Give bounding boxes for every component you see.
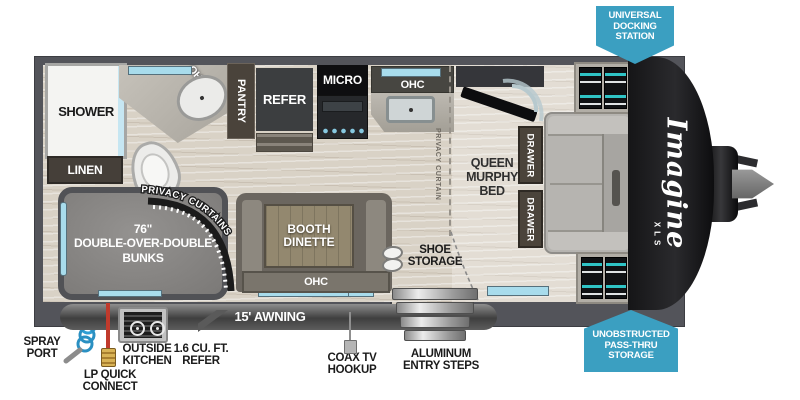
murphy-bed-label: QUEEN MURPHY BED <box>466 156 518 198</box>
micro-label: MICRO <box>323 73 362 87</box>
entry-step <box>404 330 466 341</box>
drawer-1: DRAWER <box>518 126 543 184</box>
shower-glass <box>118 66 124 156</box>
sofa-cushion-split <box>550 183 602 185</box>
drawer-2: DRAWER <box>518 190 543 248</box>
outside-kitchen-icon <box>118 307 168 343</box>
murphy-sofa <box>544 112 634 254</box>
wardrobe-panel <box>604 67 627 109</box>
dinette-ohc-label: OHC <box>304 276 328 288</box>
hitch-coupler <box>732 169 774 199</box>
refrigerator: REFER <box>256 68 313 131</box>
coax-cable-icon <box>349 312 351 342</box>
sofa-console <box>612 170 620 206</box>
pantry-label: PANTRY <box>235 79 247 123</box>
coax-hookup-label: COAX TV HOOKUP <box>327 352 377 377</box>
privacy-curtain-line <box>449 66 451 236</box>
dinette-table: BOOTH DINETTE <box>264 204 354 268</box>
bath-window <box>128 66 192 75</box>
entry-step <box>400 316 470 328</box>
brand-logo: Imagine XLS <box>653 117 692 250</box>
bunks-label: 76" DOUBLE-OVER-DOUBLE BUNKS <box>74 222 212 265</box>
murphy-bed-cabinet <box>456 66 544 87</box>
burner-icon <box>130 321 145 336</box>
docking-station-callout: UNIVERSAL DOCKING STATION <box>596 6 674 64</box>
range-stove <box>317 95 368 139</box>
griddle-icon <box>124 312 165 338</box>
wardrobe-bottom <box>576 252 632 304</box>
shower: SHOWER <box>45 63 127 159</box>
linen-label: LINEN <box>67 163 103 177</box>
burner-icon <box>150 321 165 336</box>
refer-label: REFER <box>262 92 307 107</box>
linen-cabinet: LINEN <box>47 156 123 184</box>
wardrobe-panel <box>605 257 627 299</box>
wardrobe-panel <box>581 257 603 299</box>
microwave: MICRO <box>317 65 368 95</box>
dinette-label: BOOTH DINETTE <box>283 221 335 249</box>
wardrobe-panel <box>579 67 602 109</box>
dinette-cushion-left <box>242 200 262 284</box>
entry-steps-label: ALUMINUM ENTRY STEPS <box>403 348 479 373</box>
wardrobe-top <box>574 62 632 114</box>
awning-label: 15' AWNING <box>234 309 306 324</box>
entry-step <box>396 302 474 314</box>
kitchen-window <box>381 68 441 77</box>
drawer-1-label: DRAWER <box>525 132 536 178</box>
dinette-ohc: OHC <box>242 271 390 293</box>
entry-step <box>392 288 478 300</box>
bunk-window-left <box>60 202 67 276</box>
pantry-cabinet: PANTRY <box>227 63 255 139</box>
front-cap: Imagine XLS <box>628 57 714 310</box>
refer-vent <box>256 133 313 152</box>
sofa-armrest <box>548 116 630 136</box>
kitchen-sink <box>386 96 435 123</box>
spray-port-label: SPRAY PORT <box>23 336 61 361</box>
stove-knobs <box>321 127 366 135</box>
lp-fitting-icon <box>101 348 116 367</box>
spray-hose-coil <box>76 335 94 353</box>
brand-name: Imagine <box>660 117 692 250</box>
outside-kitchen-label: OUTSIDE KITCHEN <box>122 343 172 368</box>
bath-sink-drain <box>199 95 205 101</box>
drawer-2-label: DRAWER <box>525 196 536 242</box>
bunk-window-bottom <box>98 290 162 297</box>
lp-hose-icon <box>106 303 110 351</box>
kitchen-ohc-label: OHC <box>400 79 425 91</box>
shower-label: SHOWER <box>58 103 114 119</box>
outside-refer-label: 1.6 CU. FT. REFER <box>173 343 229 368</box>
dinette-cushion-right <box>366 200 386 284</box>
stove-display <box>322 101 363 112</box>
sofa-armrest <box>548 230 630 250</box>
bunk-beds: 76" DOUBLE-OVER-DOUBLE BUNKS <box>58 187 228 300</box>
coax-plug-icon <box>344 340 357 354</box>
bedroom-window <box>487 286 549 296</box>
kitchen-faucet <box>408 107 413 112</box>
lp-quick-connect-label: LP QUICK CONNECT <box>82 369 138 394</box>
spray-hose-coil <box>78 326 96 344</box>
shoe-storage-label: SHOE STORAGE <box>407 244 463 269</box>
privacy-curtain-label: PRIVACY CURTAIN <box>434 128 441 201</box>
